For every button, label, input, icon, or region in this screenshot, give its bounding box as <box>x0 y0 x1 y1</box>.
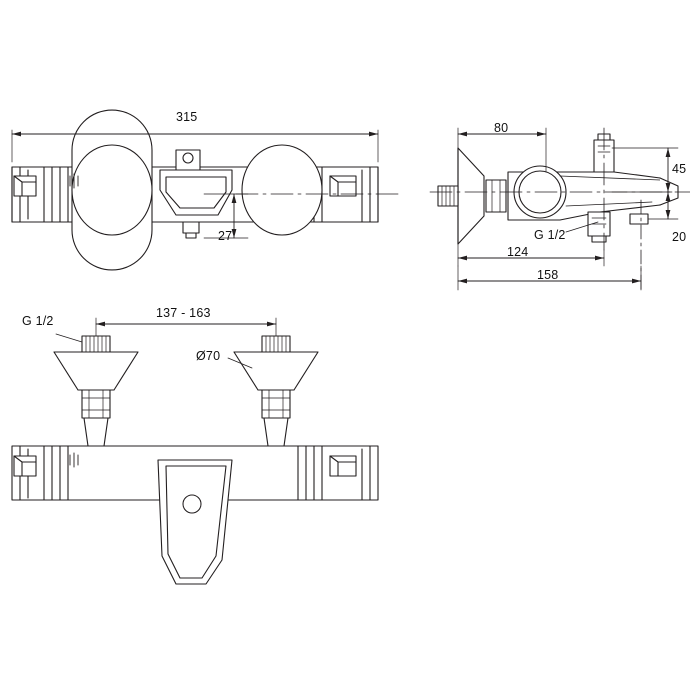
dimension-27 <box>203 193 249 239</box>
leader-g12-bottom <box>55 333 83 343</box>
leader-g12-side <box>565 221 599 233</box>
dimension-label-rosette-diameter: Ø70 <box>196 349 221 363</box>
thread-label-inlet-g12: G 1/2 <box>22 314 54 328</box>
dimension-158 <box>457 265 642 291</box>
dimension-label-height-upper: 45 <box>672 162 687 176</box>
front-elevation-bottom <box>11 335 379 585</box>
front-elevation-top <box>11 109 401 271</box>
dimension-label-spout-drop: 27 <box>218 229 233 243</box>
dimension-315 <box>11 129 379 163</box>
dimension-label-centre-distance: 137 - 163 <box>156 306 211 320</box>
dimension-label-projection-total: 158 <box>537 268 559 282</box>
dimension-45 <box>611 147 679 193</box>
dimension-label-overall-width: 315 <box>176 110 198 124</box>
dimension-label-height-lower: 20 <box>672 230 687 244</box>
thread-label-side-g12: G 1/2 <box>534 228 566 242</box>
dimension-20 <box>647 191 679 220</box>
dimension-124 <box>457 243 605 267</box>
side-elevation-top <box>429 127 690 291</box>
dimension-label-wall-to-body: 80 <box>494 121 509 135</box>
leader-d70 <box>227 357 253 369</box>
dimension-80 <box>457 127 547 173</box>
dimension-137-163 <box>95 317 277 337</box>
dimension-label-projection-mid: 124 <box>507 245 529 259</box>
